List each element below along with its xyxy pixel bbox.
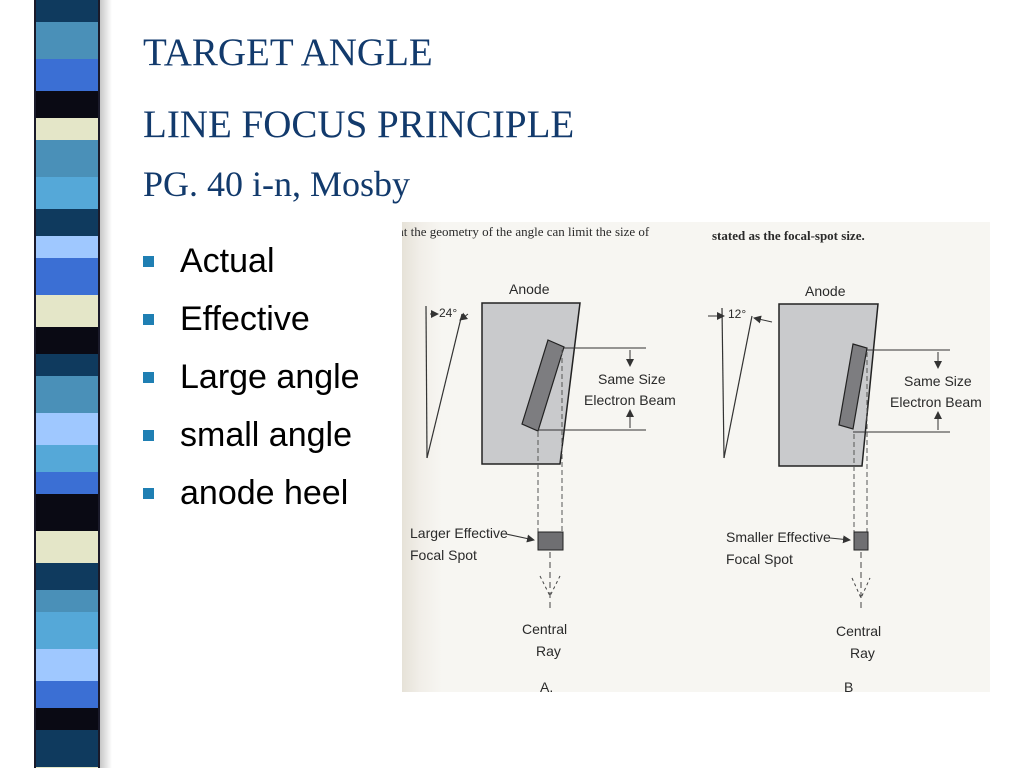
stripe-block <box>36 708 98 730</box>
stripe-block <box>36 118 98 140</box>
stripe-block <box>36 531 98 563</box>
stripe-block <box>36 590 98 612</box>
stripe-block <box>36 563 98 590</box>
spot-label-line2: Focal Spot <box>726 551 793 567</box>
bullet-label: small angle <box>180 415 352 454</box>
spot-arrow <box>829 535 851 544</box>
stripe-block <box>36 612 98 649</box>
bullet-label: anode heel <box>180 473 349 512</box>
angle-label: 24° <box>439 306 457 320</box>
list-item: small angle <box>143 406 360 464</box>
page-subtitle: LINE FOCUS PRINCIPLE <box>143 103 575 146</box>
beam-label-line1: Same Size <box>904 373 972 389</box>
stripe-block <box>36 327 98 354</box>
stripe-block <box>36 649 98 681</box>
decorative-stripe-bar <box>34 0 100 768</box>
stripe-block <box>36 295 98 327</box>
line-focus-figure: at the geometry of the angle can limit t… <box>402 222 990 692</box>
panel-label: B <box>844 679 853 692</box>
effective-focal-spot <box>853 531 869 551</box>
list-item: Large angle <box>143 348 360 406</box>
bullet-label: Actual <box>180 241 275 280</box>
stripe-block <box>36 494 98 531</box>
ray-label-line1: Central <box>836 623 881 639</box>
panel-a: 24° Anode Same Size Electron Beam Larger… <box>410 281 676 692</box>
beam-label-line2: Electron Beam <box>584 392 676 408</box>
stripe-block <box>36 22 98 59</box>
target-face <box>521 339 565 432</box>
square-bullet-icon <box>143 255 154 267</box>
stripe-block <box>36 730 98 767</box>
page-reference: PG. 40 i-n, Mosby <box>143 164 411 204</box>
square-bullet-icon <box>143 487 154 499</box>
list-item: Actual <box>143 232 360 290</box>
caption-fragment-left: at the geometry of the angle can limit t… <box>402 224 650 239</box>
angle-arrow-right <box>753 315 773 324</box>
angle-vertical-line <box>425 305 428 459</box>
stripe-block <box>36 0 98 22</box>
anode-label: Anode <box>805 283 846 299</box>
anode-block <box>778 303 879 467</box>
list-item: anode heel <box>143 464 360 522</box>
ray-label-line2: Ray <box>536 643 561 659</box>
bullet-list: Actual Effective Large angle small angle… <box>143 232 360 522</box>
stripe-block <box>36 681 98 708</box>
angle-arrow-right <box>459 312 469 321</box>
caption-fragment-right: stated as the focal-spot size. <box>712 228 865 243</box>
angle-slant-line <box>723 315 753 459</box>
stripe-block <box>36 140 98 177</box>
central-ray-arrowhead <box>851 577 871 600</box>
central-ray-arrowhead <box>539 575 561 598</box>
stripe-block <box>36 177 98 209</box>
bullet-label: Effective <box>180 299 310 338</box>
square-bullet-icon <box>143 429 154 441</box>
stripe-block <box>36 445 98 472</box>
spot-arrow <box>505 533 535 543</box>
square-bullet-icon <box>143 313 154 325</box>
stripe-block <box>36 91 98 118</box>
beam-label-line1: Same Size <box>598 371 666 387</box>
stripe-block <box>36 376 98 413</box>
angle-vertical-line <box>721 307 725 459</box>
effective-focal-spot <box>537 531 564 551</box>
angle-label: 12° <box>728 307 746 321</box>
panel-label: A. <box>540 679 553 692</box>
stripe-block <box>36 354 98 376</box>
stripe-block <box>36 472 98 494</box>
bullet-label: Large angle <box>180 357 360 396</box>
stripe-block <box>36 59 98 91</box>
stripe-block <box>36 413 98 445</box>
page-title: TARGET ANGLE <box>143 31 433 74</box>
list-item: Effective <box>143 290 360 348</box>
ray-label-line2: Ray <box>850 645 875 661</box>
stripe-block <box>36 258 98 295</box>
anode-block <box>481 302 581 465</box>
panel-b: 12° Anode Same Size Electron Beam Smalle… <box>708 283 982 692</box>
spot-label-line2: Focal Spot <box>410 547 477 563</box>
stripe-shadow <box>100 0 112 768</box>
square-bullet-icon <box>143 371 154 383</box>
beam-label-line2: Electron Beam <box>890 394 982 410</box>
stripe-block <box>36 209 98 236</box>
ray-label-line1: Central <box>522 621 567 637</box>
anode-label: Anode <box>509 281 550 297</box>
spot-label-line1: Smaller Effective <box>726 529 831 545</box>
target-face <box>838 343 868 430</box>
stripe-block <box>36 236 98 258</box>
spot-label-line1: Larger Effective <box>410 525 508 541</box>
angle-slant-line <box>426 313 463 459</box>
